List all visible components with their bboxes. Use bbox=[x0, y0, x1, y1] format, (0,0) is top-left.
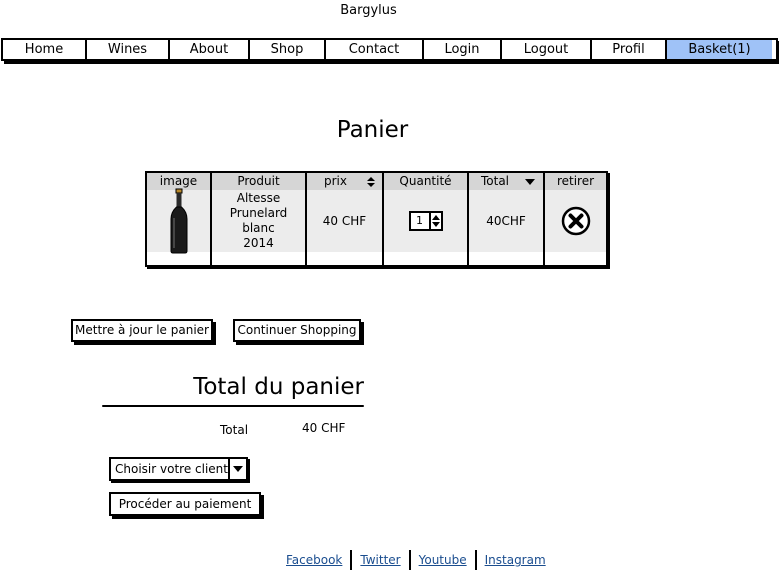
sort-icon[interactable] bbox=[366, 176, 376, 188]
col-price: prix 40 CHF bbox=[307, 173, 384, 265]
client-select-toggle[interactable] bbox=[227, 459, 246, 479]
cell-quantity: 1 bbox=[384, 190, 467, 252]
divider bbox=[408, 550, 411, 570]
total-label: Total bbox=[220, 423, 249, 437]
nav-contact[interactable]: Contact bbox=[326, 40, 424, 59]
footer-link-twitter[interactable]: Twitter bbox=[360, 553, 401, 567]
chevron-down-icon[interactable] bbox=[431, 222, 440, 227]
table-header-bg bbox=[147, 173, 606, 190]
col-image: image bbox=[147, 173, 212, 265]
divider bbox=[474, 550, 477, 570]
stepper-arrows[interactable] bbox=[431, 213, 441, 229]
nav-login[interactable]: Login bbox=[424, 40, 502, 59]
page-title: Panier bbox=[336, 117, 409, 143]
cell-remove bbox=[545, 190, 606, 252]
client-select-value[interactable]: Choisir votre client bbox=[115, 462, 228, 476]
client-select[interactable]: Choisir votre client bbox=[109, 457, 248, 481]
nav-shop[interactable]: Shop bbox=[250, 40, 326, 59]
col-quantity: Quantité 1 bbox=[384, 173, 469, 265]
nav-profil[interactable]: Profil bbox=[592, 40, 667, 59]
total-value: 40 CHF bbox=[302, 421, 346, 435]
continue-shopping-button[interactable]: Continuer Shopping bbox=[233, 319, 361, 342]
divider bbox=[350, 550, 353, 570]
nav-about[interactable]: About bbox=[170, 40, 250, 59]
column-header-total: Total bbox=[480, 174, 510, 188]
nav-home[interactable]: Home bbox=[3, 40, 87, 59]
col-remove: retirer bbox=[545, 173, 606, 265]
column-header-product: Produit bbox=[237, 174, 280, 188]
col-product: Produit Altesse Prunelard blanc 2014 bbox=[212, 173, 307, 265]
quantity-stepper[interactable]: 1 bbox=[408, 211, 443, 231]
column-header-price: prix bbox=[324, 174, 347, 188]
col-total: Total 40CHF bbox=[469, 173, 545, 265]
quantity-value[interactable]: 1 bbox=[411, 213, 431, 229]
site-title: Bargylus bbox=[340, 3, 397, 18]
remove-circle-icon[interactable] bbox=[561, 206, 591, 236]
main-nav: Home Wines About Shop Contact Login Logo… bbox=[1, 38, 778, 61]
divider bbox=[102, 405, 364, 407]
wine-bottle-icon bbox=[170, 188, 187, 254]
cell-image bbox=[147, 188, 210, 254]
table-row bbox=[147, 190, 606, 252]
nav-logout[interactable]: Logout bbox=[502, 40, 592, 59]
chevron-down-icon bbox=[232, 466, 243, 472]
cell-price: 40 CHF bbox=[322, 213, 367, 228]
nav-basket[interactable]: Basket(1) bbox=[667, 40, 772, 59]
footer-link-facebook[interactable]: Facebook bbox=[286, 553, 343, 567]
cell-total: 40CHF bbox=[486, 213, 526, 228]
footer-link-youtube[interactable]: Youtube bbox=[418, 553, 467, 567]
proceed-payment-button[interactable]: Procéder au paiement bbox=[109, 492, 261, 516]
chevron-up-icon[interactable] bbox=[431, 215, 440, 220]
cell-product: Altesse Prunelard blanc 2014 bbox=[229, 191, 288, 250]
footer-link-instagram[interactable]: Instagram bbox=[484, 553, 546, 567]
column-header-remove: retirer bbox=[556, 174, 595, 188]
update-cart-button[interactable]: Mettre à jour le panier bbox=[71, 319, 213, 342]
column-header-image: image bbox=[159, 174, 198, 188]
cart-total-heading: Total du panier bbox=[193, 374, 364, 400]
column-header-quantity: Quantité bbox=[399, 174, 452, 188]
footer-links: Facebook Twitter Youtube Instagram bbox=[286, 549, 546, 571]
nav-wines[interactable]: Wines bbox=[87, 40, 170, 59]
dropdown-caret-icon[interactable] bbox=[525, 179, 535, 185]
cart-table: image Produit Altesse Prunelard blanc 20… bbox=[145, 171, 608, 267]
